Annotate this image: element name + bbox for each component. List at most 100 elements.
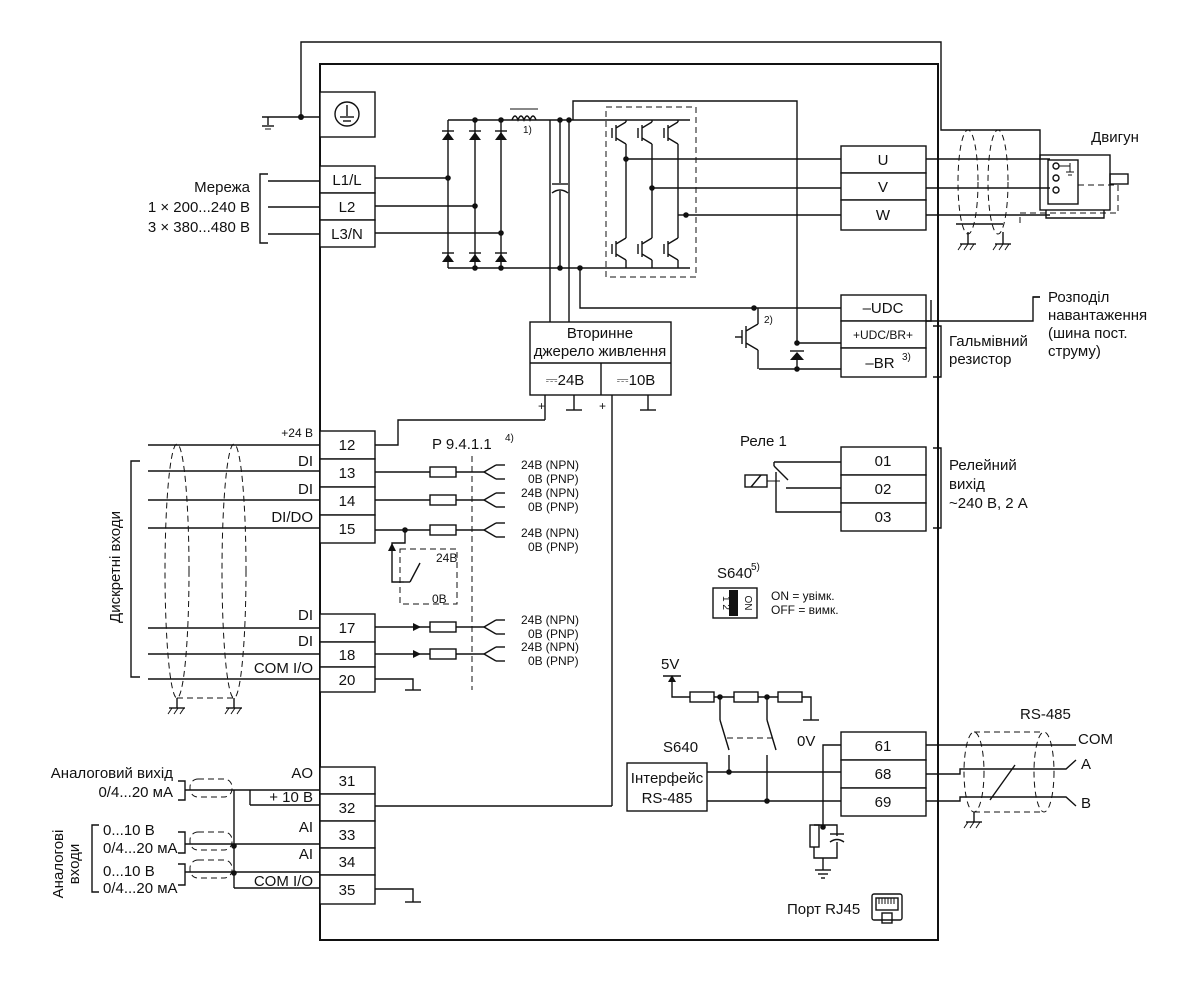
pe-ground-icon <box>334 101 360 127</box>
secondary-supply-title-1: Вторинне <box>567 325 633 342</box>
analog-section: Аналоговий вихід 0/4...20 мА Аналогові в… <box>50 765 612 905</box>
terminal-01-label: 01 <box>875 453 892 470</box>
terminal-32-label: 32 <box>339 800 356 817</box>
ai2-voltage-range: 0...10 В <box>103 863 155 880</box>
brake-chopper-igbt-icon <box>735 308 759 369</box>
sw-24v-label: 24В <box>436 551 457 565</box>
rs485-title: RS-485 <box>1020 706 1071 723</box>
terminal-31-label: 31 <box>339 773 356 790</box>
load-share-label-2: навантаження <box>1048 307 1147 324</box>
terminal-l3-label: L3/N <box>331 226 363 243</box>
wire-label-di-18: DI <box>298 633 313 650</box>
terminal-33-label: 33 <box>339 827 356 844</box>
relay-label: Реле 1 <box>740 433 787 450</box>
analog-inputs-label-1: Аналогові <box>50 830 67 899</box>
0v-label: 0V <box>797 733 815 750</box>
analog-output-range: 0/4...20 мА <box>98 784 173 801</box>
terminal-20-label: 20 <box>339 672 356 689</box>
s640-switch-label: S640 <box>663 739 698 756</box>
terminal-br-minus <box>840 347 927 378</box>
relay-output-label-1: Релейний <box>949 457 1017 474</box>
rs485-a-label: A <box>1081 756 1091 773</box>
terminal-03 <box>840 502 927 532</box>
terminal-18 <box>319 641 376 668</box>
digital-inputs-label: Дискретні входи <box>107 511 124 623</box>
wire-label-di-17: DI <box>298 607 313 624</box>
motor-icon <box>1019 154 1129 224</box>
wire-label-ai-34: AI <box>299 846 313 863</box>
load-share-label-3: (шина пост. <box>1048 325 1128 342</box>
wire-label-comio-35: COM I/O <box>254 873 313 890</box>
terminal-l2-label: L2 <box>339 199 356 216</box>
terminal-17 <box>319 613 376 643</box>
rs485-section: 5V 0V S640 Інтерфейс RS-485 61 68 6 <box>626 656 1113 879</box>
terminal-w <box>840 199 927 231</box>
pnp-label-18: 0В (PNP) <box>528 654 579 668</box>
sw-0v-label: 0В <box>432 592 447 606</box>
s640-on-desc: ON = увімк. <box>771 589 835 603</box>
npn-label-17: 24В (NPN) <box>521 613 579 627</box>
terminal-69 <box>840 787 927 817</box>
supply-10v-label: ⎓10В <box>617 372 656 389</box>
terminal-02 <box>840 474 927 504</box>
npn-label-18: 24В (NPN) <box>521 640 579 654</box>
npn-label-15: 24В (NPN) <box>521 526 579 540</box>
secondary-supply-title-2: джерело живлення <box>534 343 667 360</box>
wire-label-10v: + 10 В <box>269 789 313 806</box>
brake-chopper-footnote: 2) <box>764 315 773 326</box>
terminal-35-label: 35 <box>339 882 356 899</box>
terminal-udc-plus-label: +UDC/BR+ <box>853 328 913 342</box>
rj45-section: Порт RJ45 <box>787 893 903 924</box>
dip-numbers: 1 2 <box>720 596 731 610</box>
terminal-68-label: 68 <box>875 766 892 783</box>
terminal-udc-minus-label: –UDC <box>863 300 904 317</box>
motor-label: Двигун <box>1091 129 1139 146</box>
pnp-label-13: 0В (PNP) <box>528 472 579 486</box>
param-label: P 9.4.1.1 <box>432 436 492 453</box>
terminal-03-label: 03 <box>875 509 892 526</box>
npn-label-14: 24В (NPN) <box>521 486 579 500</box>
mains-three-phase: 3 × 380...480 В <box>148 219 250 236</box>
rj45-port-icon <box>871 893 903 924</box>
terminal-u-label: U <box>878 152 889 169</box>
dc-choke-icon <box>510 108 538 122</box>
ai2-current-range: 0/4...20 мА <box>103 880 178 897</box>
ai1-current-range: 0/4...20 мА <box>103 840 178 857</box>
mains-title: Мережа <box>194 179 251 196</box>
pnp-label-17: 0В (PNP) <box>528 627 579 641</box>
terminal-18-label: 18 <box>339 647 356 664</box>
terminal-12 <box>319 430 376 460</box>
terminal-12-label: 12 <box>339 437 356 454</box>
brake-resistor-label-2: резистор <box>949 351 1012 368</box>
dc-bus-section: –UDC +UDC/BR+ –BR 3) 2) Розподіл наванта… <box>735 289 1147 378</box>
terminal-61 <box>840 731 927 761</box>
wire-label-24v: +24 В <box>281 426 313 440</box>
igbt-icon <box>611 121 679 268</box>
rs485-interface-label-2: RS-485 <box>642 790 693 807</box>
rs485-interface-box <box>626 762 708 812</box>
terminal-l1 <box>319 165 376 194</box>
supply-24v-label: ⎓24В <box>546 372 585 389</box>
brake-resistor-label-1: Гальмівний <box>949 333 1028 350</box>
load-share-label-4: струму) <box>1048 343 1101 360</box>
inverter-bridge <box>603 106 841 278</box>
rs485-b-label: B <box>1081 795 1091 812</box>
s640-dip-section: S640 5) 1 2 ON ON = увімк. OFF = вимк. <box>712 562 839 619</box>
terminal-udc-plus <box>840 320 927 349</box>
relay-section: Реле 1 01 02 03 Релейний вихід ~240 В, 2… <box>740 433 1028 532</box>
diode-icon <box>442 252 507 262</box>
diode-icon <box>442 130 507 140</box>
relay-output-label-3: ~240 В, 2 А <box>949 495 1028 512</box>
pnp-label-14: 0В (PNP) <box>528 500 579 514</box>
choke-footnote: 1) <box>523 125 532 136</box>
terminal-68 <box>840 759 927 789</box>
ai1-voltage-range: 0...10 В <box>103 822 155 839</box>
dip-on: ON <box>742 596 753 611</box>
mains-single-phase: 1 × 200...240 В <box>148 199 250 216</box>
npn-label-13: 24В (NPN) <box>521 458 579 472</box>
terminal-br-minus-label: –BR <box>865 355 894 372</box>
rs485-com-label: COM <box>1078 731 1113 748</box>
wire-label-ao: AO <box>291 765 313 782</box>
terminal-13 <box>319 458 376 488</box>
